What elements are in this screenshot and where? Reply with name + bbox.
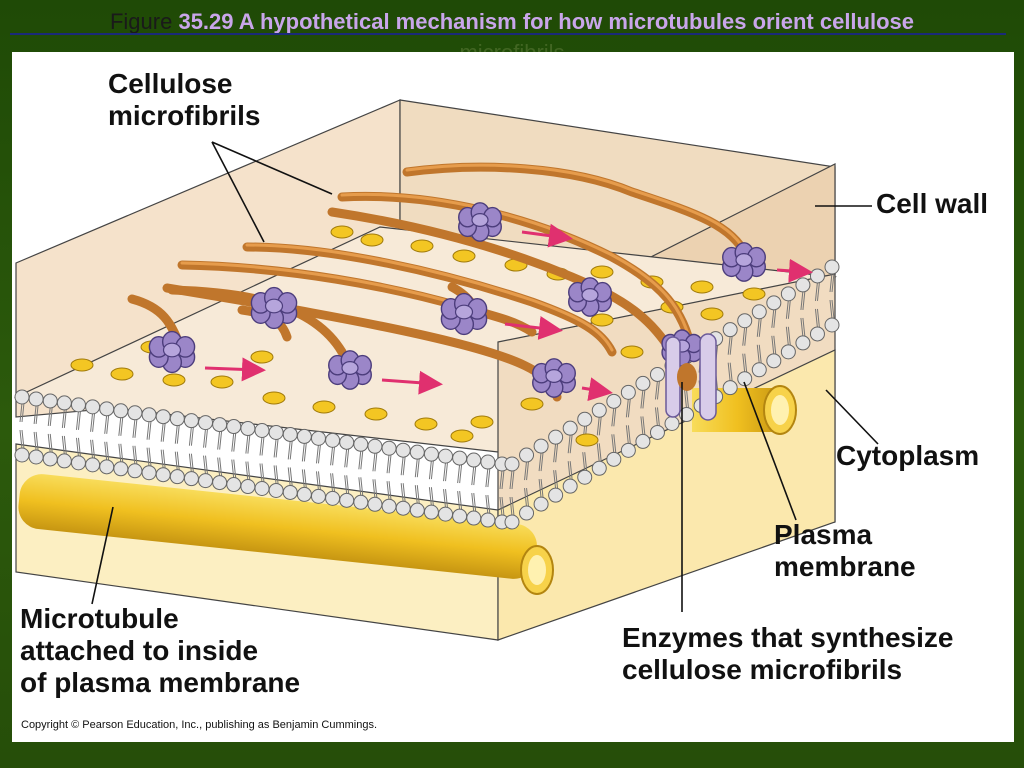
figure-title: 35.29 A hypothetical mechanism for how m… — [178, 9, 915, 34]
label-cytoplasm: Cytoplasm — [836, 440, 980, 471]
label-line: Enzymes that synthesize — [622, 622, 954, 653]
label-cell-wall: Cell wall — [876, 188, 989, 219]
figure-prefix: Figure — [109, 9, 173, 34]
plasma-membrane-front — [14, 389, 510, 530]
microtubule-front — [18, 474, 554, 595]
enzyme-cross-section — [665, 333, 717, 421]
label-leader-lines — [91, 141, 879, 612]
label-line: cellulose microfibrils — [622, 654, 903, 685]
synthesis-direction-arrows — [204, 223, 813, 402]
cellulose-microfibrils-highlight — [180, 163, 749, 352]
label-line: microfibrils — [108, 100, 261, 131]
label-line: of plasma membrane — [20, 667, 301, 698]
copyright-notice: Copyright © Pearson Education, Inc., pub… — [21, 719, 378, 731]
cell-wall-diagram — [13, 99, 879, 641]
label-enzymes: Enzymes that synthesize cellulose microf… — [622, 622, 953, 686]
label-microtubule: Microtubule attached to inside of plasma… — [20, 603, 300, 699]
label-line: Cellulose — [108, 68, 233, 99]
title-divider — [10, 33, 1006, 35]
figure-panel: Cellulose microfibrils Cell wall Cytopla… — [12, 52, 1014, 742]
label-cellulose-microfibrils: Cellulose microfibrils — [108, 68, 260, 132]
label-line: Microtubule — [20, 603, 179, 634]
label-line: membrane — [774, 551, 916, 582]
label-line: attached to inside — [20, 635, 259, 666]
slide-title: Figure 35.29 A hypothetical mechanism fo… — [0, 8, 1024, 36]
label-line: Plasma — [774, 519, 873, 550]
label-plasma-membrane: Plasma membrane — [774, 519, 916, 583]
